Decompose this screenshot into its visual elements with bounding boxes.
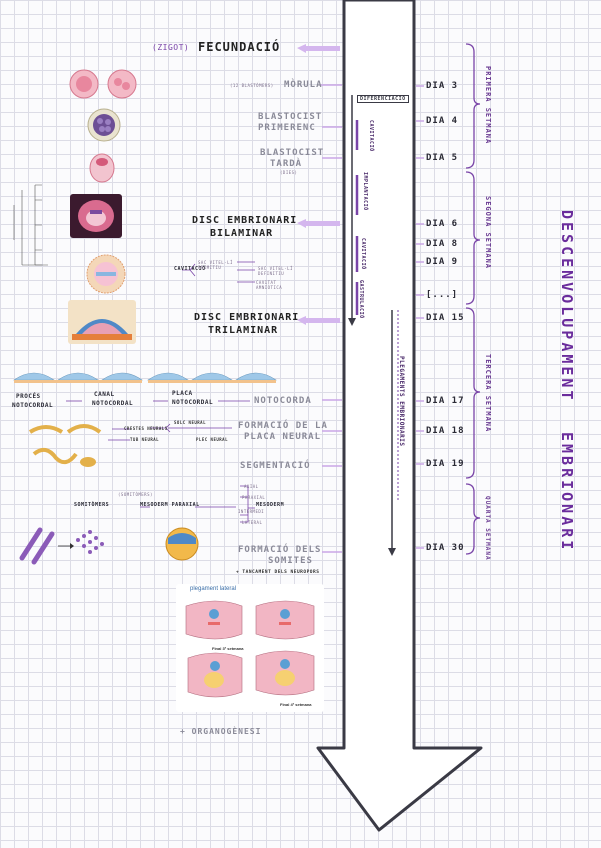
- title-line1: DESCENVOLUPAMENT: [558, 210, 576, 403]
- embryo-yolk-image: [164, 526, 200, 562]
- cavitacio-item-2: SAC VITEL·LÍ DEFINITIU: [258, 266, 293, 276]
- diferenciacio-box: DIFERENCIACIÓ: [357, 95, 409, 103]
- notocorda-label: NOTOCORDA: [254, 396, 312, 406]
- proces-notocordal-2: NOTOCORDAL: [12, 402, 54, 409]
- blastocyst-late-note: (dies): [280, 170, 298, 175]
- blastocyst-early-1: BLASTOCIST: [258, 112, 323, 122]
- day-15: DIA 15: [426, 313, 465, 323]
- placa-notocordal-2: NOTOCORDAL: [172, 399, 214, 406]
- disc-bilaminar-1: DISC EMBRIONARI: [192, 215, 298, 226]
- plegaments-label: PLEGAMENTS EMBRIONARIS: [398, 356, 405, 447]
- neural-plate-images: [26, 418, 106, 472]
- meso-intermedi: INTERMEDI: [238, 509, 265, 514]
- trilaminar-image: [68, 300, 136, 344]
- central-arrow: [316, 0, 483, 832]
- center-tag-implantacio: IMPLANTACIÓ: [362, 172, 368, 211]
- formacio-placa-2: PLACA NEURAL: [244, 432, 322, 442]
- day-4: DIA 4: [426, 116, 459, 126]
- day-19: DIA 19: [426, 459, 465, 469]
- somitomers-note: (somitòmers): [118, 492, 153, 497]
- disc-bilaminar-2: BILAMINAR: [210, 228, 274, 239]
- crestes-neurals: CRESTES NEURALS: [124, 426, 168, 431]
- cavitacio-label: CAVITACIÓ: [174, 266, 206, 272]
- solc-neural: SOLC NEURAL: [174, 420, 206, 425]
- mesoderm-label: MESODERM: [256, 502, 285, 508]
- blastocyst-late-1: BLASTOCIST: [260, 148, 325, 158]
- cavitacio-item-1: SAC VITEL·LÍ PRIMITIU: [198, 260, 233, 270]
- bilaminar-image: [80, 252, 132, 296]
- formacio-placa-1: FORMACIÓ DE LA: [238, 421, 328, 431]
- day-30: DIA 30: [426, 543, 465, 553]
- morula-note: (12 blastòmers): [230, 83, 274, 88]
- morula-image: [86, 108, 122, 142]
- week-2: SEGONA SETMANA: [484, 196, 492, 270]
- plec-neural: PLEC NEURAL: [196, 437, 228, 442]
- morula-label: MÒRULA: [284, 80, 323, 90]
- cavitacio-item-3: CAVITAT AMNIÒTICA: [256, 280, 283, 290]
- center-tag-cavitacio-1: CAVITACIÓ: [368, 120, 374, 152]
- figure-caption-top: plegament lateral: [190, 586, 237, 592]
- folding-figure: plegament lateral Final 3ª setmana Final…: [176, 584, 324, 712]
- zigot-note: (zigot): [152, 43, 190, 52]
- center-tag-cavitacio-2: CAVITACIÓ: [360, 238, 366, 270]
- week-1: PRIMERA SETMANA: [484, 66, 492, 145]
- figure-caption-2: Final 4ª setmana: [280, 702, 312, 707]
- notochord-strip-images: [12, 362, 282, 386]
- implantation-image: [70, 194, 122, 238]
- title-line2: EMBRIONARI: [558, 432, 576, 553]
- organogenesi-label: + ORGANOGÈNESI: [180, 727, 262, 736]
- disc-trilaminar-2: TRILAMINAR: [208, 325, 279, 336]
- zygote-images: [68, 68, 140, 100]
- tub-neural: TUB NEURAL: [130, 437, 160, 442]
- figure-caption-1: Final 3ª setmana: [212, 646, 244, 651]
- proces-notocordal-1: PROCÉS: [16, 393, 41, 400]
- day-5: DIA 5: [426, 153, 459, 163]
- fecundacio-label: FECUNDACIÓ: [198, 40, 281, 54]
- somites-note: + TANCAMENT DELS NEUROPORS: [236, 570, 320, 575]
- week-3: TERCERA SETMANA: [484, 354, 492, 433]
- somitomers-label: SOMITÒMERS: [74, 502, 110, 508]
- disc-trilaminar-1: DISC EMBRIONARI: [194, 312, 300, 323]
- day-9: DIA 9: [426, 257, 459, 267]
- meso-lateral: LATERAL: [242, 520, 263, 525]
- day-ellipsis: [...]: [426, 290, 459, 300]
- segmentacio-label: SEGMENTACIÓ: [240, 461, 311, 471]
- day-3: DIA 3: [426, 81, 459, 91]
- day-18: DIA 18: [426, 426, 465, 436]
- week-4: QUARTA SETMANA: [484, 496, 491, 561]
- meso-axial: AXIAL: [244, 484, 259, 489]
- blastocyst-late-2: TARDÀ: [270, 159, 303, 169]
- placa-notocordal-1: PLACA: [172, 390, 193, 397]
- day-17: DIA 17: [426, 396, 465, 406]
- center-tag-gastrulacio: GASTRULACIÓ: [358, 280, 364, 319]
- day-8: DIA 8: [426, 239, 459, 249]
- formacio-somites-1: FORMACIÓ DELS: [238, 545, 322, 555]
- blastocyst-image: [88, 152, 116, 184]
- blastocyst-early-2: PRIMERENC: [258, 123, 316, 133]
- canal-notocordal-2: NOTOCORDAL: [92, 400, 134, 407]
- day-6: DIA 6: [426, 219, 459, 229]
- formacio-somites-2: SOMITES: [268, 556, 313, 566]
- meso-paraxial: PARAXIAL: [242, 495, 266, 500]
- mesoderm-paraxial: MESODERM PARAXIAL: [140, 502, 200, 508]
- canal-notocordal-1: CANAL: [94, 391, 115, 398]
